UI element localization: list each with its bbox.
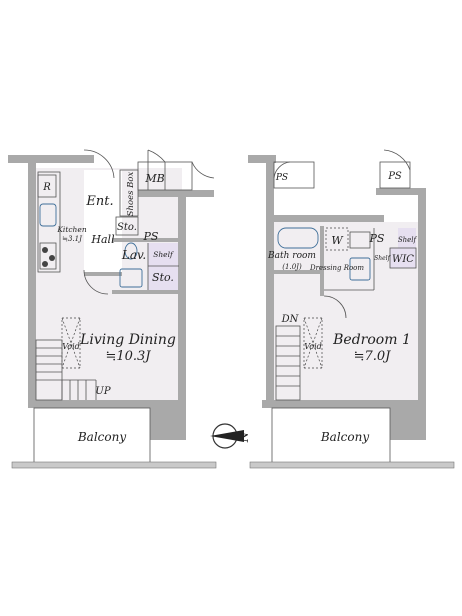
bath-room-label: Bath room	[267, 251, 316, 261]
ps-label: PS	[369, 232, 385, 245]
burner-icon	[42, 261, 48, 267]
washbasin-fixture	[119, 268, 143, 288]
door-arc	[191, 161, 215, 179]
up-label: UP	[95, 386, 110, 397]
refrigerator-box	[37, 174, 57, 198]
ps-left-label: PS	[275, 173, 288, 183]
storage-label: Sto.	[152, 271, 174, 284]
balcony-label: Balcony	[320, 430, 369, 444]
compass: N	[210, 423, 251, 449]
wall	[418, 188, 426, 408]
balcony-rail	[249, 461, 455, 469]
wall	[138, 190, 214, 197]
wall	[274, 215, 384, 222]
entrance-label: Ent.	[85, 194, 113, 209]
bedroom-label: Bedroom 1	[332, 332, 411, 348]
void-label: Void	[304, 342, 322, 351]
wall	[320, 226, 324, 296]
storage-small-box	[115, 216, 139, 236]
sink-fixture	[39, 203, 57, 227]
wall	[266, 155, 274, 407]
balcony-rail	[11, 461, 217, 469]
burner-icon	[49, 255, 55, 261]
wall	[112, 238, 182, 242]
ps-right-label: PS	[387, 171, 402, 182]
wall	[84, 272, 122, 276]
kitchen-label: Kitchen	[56, 225, 86, 234]
shelf-label: Shelf	[153, 250, 174, 259]
ps-closet	[273, 161, 315, 189]
shelf-small-label: Shelf	[374, 255, 391, 262]
wall	[112, 290, 182, 294]
staircase	[275, 325, 301, 401]
void-cross	[61, 317, 81, 369]
dressing-room-label: Dressing Room	[309, 264, 364, 272]
wall	[274, 270, 324, 274]
living-size-label: ≒10.3J	[105, 349, 151, 364]
ps-closet	[379, 161, 411, 189]
living-dining-label: Living Dining	[79, 332, 176, 348]
wall	[390, 405, 426, 440]
ps-label: PS	[143, 230, 159, 243]
washer-space	[325, 227, 349, 251]
shoes-box	[119, 169, 139, 217]
void-cross	[61, 317, 81, 369]
balcony-label: Balcony	[77, 430, 126, 444]
stove-box	[39, 242, 57, 270]
wic-label: WIC	[392, 254, 414, 265]
storage-small-label: Sto.	[117, 222, 137, 233]
wall	[262, 400, 426, 408]
upper-floor: PS PS W PS Shelf Bath room (1.0J) Dressi…	[248, 149, 455, 469]
wic-fill	[390, 248, 416, 268]
wall	[248, 155, 276, 163]
door-arc	[83, 269, 109, 295]
burner-icon	[42, 247, 48, 253]
shoes-box-label: Shoes Box	[126, 171, 136, 216]
door-arc	[83, 149, 115, 179]
hall-label: Hall	[90, 233, 115, 246]
dressing-sink-fixture	[349, 257, 371, 281]
north-arrow-icon	[210, 430, 244, 442]
north-label: N	[237, 431, 251, 443]
dn-label: DN	[281, 314, 300, 325]
void-cross	[303, 317, 323, 369]
door-arc	[323, 295, 347, 319]
bathtub-fixture	[277, 227, 319, 249]
kitchen-counter	[37, 171, 61, 273]
void-label: Void	[62, 342, 80, 351]
refrigerator-label: R	[42, 182, 51, 193]
lavatory-label: Lav.	[121, 248, 146, 262]
staircase	[35, 339, 97, 401]
mb-label: MB	[144, 172, 164, 185]
shelf-label: Shelf	[398, 236, 418, 244]
toilet-icon	[124, 242, 138, 260]
washer-label: W	[331, 234, 344, 247]
storage-fill	[148, 243, 179, 290]
door-arc	[273, 161, 291, 179]
wall	[8, 155, 94, 163]
wall	[28, 155, 36, 407]
kitchen-size-label: ≒3.1J	[62, 235, 83, 243]
lower-floor: R Kitchen ≒3.1J Ent. Shoes Box Sto. Hall…	[8, 149, 217, 469]
wall	[150, 405, 186, 440]
door-arc	[147, 149, 166, 190]
void-area	[303, 317, 323, 369]
ps-box	[349, 231, 371, 249]
wall	[376, 188, 424, 195]
bath-size-label: (1.0J)	[282, 263, 302, 271]
void-area	[61, 317, 81, 369]
door-arc	[383, 149, 411, 171]
bedroom-size-label: ≒7.0J	[354, 349, 392, 364]
wall	[28, 400, 186, 408]
void-cross	[303, 317, 323, 369]
wall	[178, 190, 186, 408]
wic-box	[389, 247, 417, 269]
